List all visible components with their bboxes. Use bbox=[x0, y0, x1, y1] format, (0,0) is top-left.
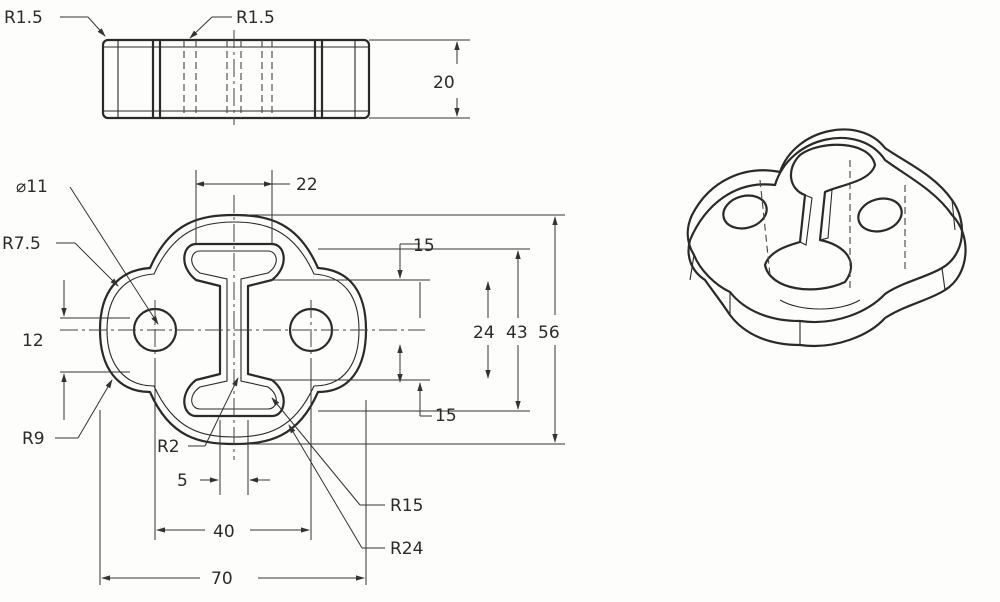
top-r15-left-label: R1.5 bbox=[4, 8, 43, 28]
hole-diameter-label: ⌀11 bbox=[16, 177, 48, 197]
isometric-view bbox=[686, 128, 967, 348]
inner-height-label: 24 bbox=[473, 323, 495, 343]
front-view bbox=[55, 170, 565, 585]
hole-spacing-label: 40 bbox=[213, 522, 235, 542]
top-height-label: 20 bbox=[433, 73, 455, 93]
i-slot bbox=[183, 242, 285, 418]
slot-bottom-label: 15 bbox=[435, 406, 457, 426]
top-view-outline bbox=[101, 38, 371, 120]
radius-24-label: R24 bbox=[390, 539, 423, 559]
iso-i-slot bbox=[763, 143, 877, 291]
radius-15-label: R15 bbox=[390, 496, 423, 516]
slot-width-label: 22 bbox=[296, 175, 318, 195]
corner-label: R9 bbox=[22, 429, 45, 449]
top-view bbox=[60, 16, 470, 125]
web-label: 5 bbox=[177, 471, 188, 491]
center-gap-label: 12 bbox=[22, 331, 44, 351]
top-r15-right-label: R1.5 bbox=[236, 8, 275, 28]
height-43-label: 43 bbox=[506, 323, 528, 343]
iso-left-hole bbox=[722, 194, 768, 230]
front-view-outline bbox=[98, 213, 368, 446]
height-56-label: 56 bbox=[538, 323, 560, 343]
fillet-label: R7.5 bbox=[2, 234, 41, 254]
overall-width-label: 70 bbox=[211, 569, 233, 589]
inner-fillet-label: R2 bbox=[157, 437, 180, 457]
slot-top-label: 15 bbox=[413, 236, 435, 256]
iso-right-hole bbox=[857, 197, 903, 233]
